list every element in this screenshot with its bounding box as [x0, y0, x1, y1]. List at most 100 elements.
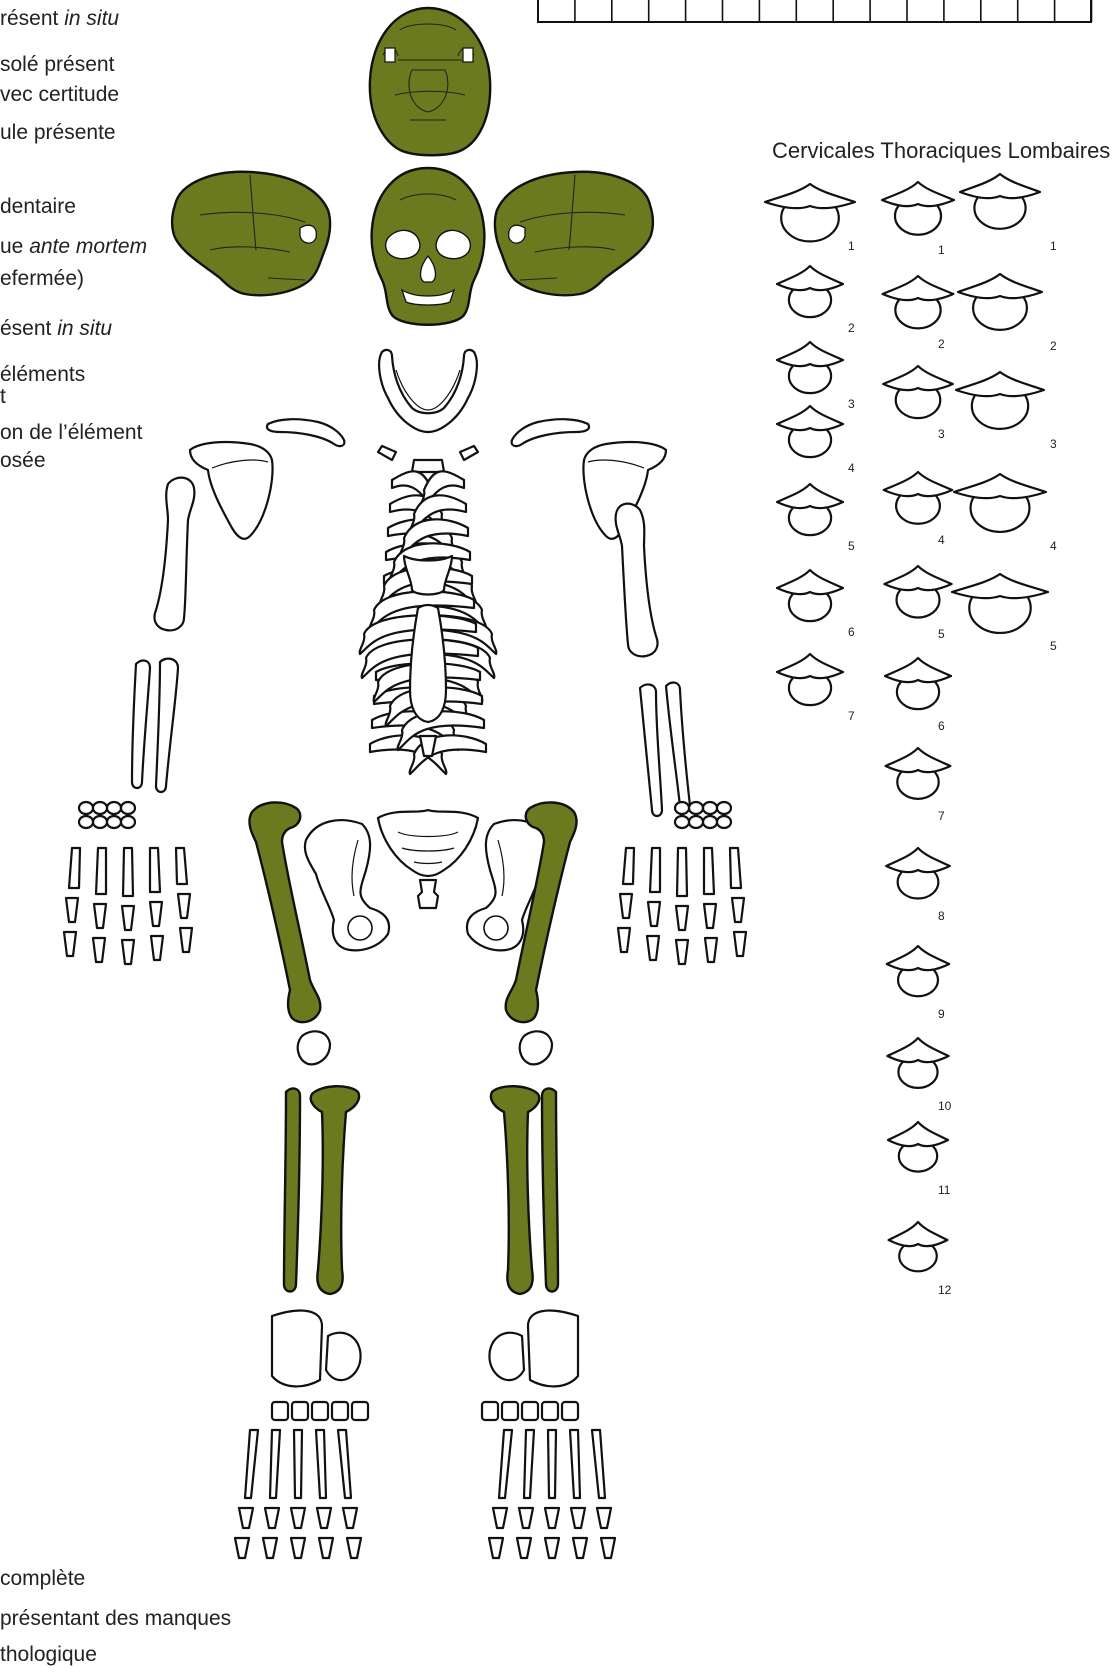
right-tibia: [491, 1086, 539, 1294]
pedal-phalanx: [239, 1508, 253, 1528]
metacarpal: [96, 848, 106, 894]
tarsal: [502, 1402, 518, 1420]
phalanx: [94, 904, 106, 928]
vertebra-number: 8: [938, 909, 945, 923]
pedal-phalanx: [545, 1508, 559, 1528]
carpal: [93, 816, 107, 828]
phalanx: [676, 906, 688, 930]
vertebra-number: 7: [848, 709, 855, 723]
metacarpal: [650, 848, 660, 892]
tarsal: [272, 1402, 288, 1420]
cervical-vertebra: [765, 184, 855, 241]
carpal: [107, 816, 121, 828]
phalanx: [180, 928, 192, 952]
pedal-phalanx: [519, 1508, 533, 1528]
carpal: [717, 816, 731, 828]
phalanx: [648, 902, 660, 926]
carpal: [703, 802, 717, 814]
metatarsal: [270, 1430, 280, 1498]
cervical-vertebra: [777, 570, 843, 621]
tarsal: [562, 1402, 578, 1420]
metatarsal: [570, 1430, 580, 1498]
right-fibula: [542, 1089, 558, 1292]
tarsal: [542, 1402, 558, 1420]
left-humerus: [154, 478, 194, 631]
thoracic-vertebra: [886, 848, 950, 899]
vertebra-number: 5: [938, 627, 945, 641]
left-hand: [64, 802, 192, 964]
phalanx: [647, 936, 659, 960]
pedal-phalanx: [601, 1538, 615, 1558]
right-radius-ulna: [640, 683, 690, 816]
tarsal: [522, 1402, 538, 1420]
carpal: [121, 802, 135, 814]
right-humerus: [616, 504, 658, 657]
pedal-phalanx: [597, 1508, 611, 1528]
carpal: [717, 802, 731, 814]
left-scapula: [190, 442, 273, 539]
tarsal: [482, 1402, 498, 1420]
pedal-phalanx: [573, 1538, 587, 1558]
thoracic-vertebra: [889, 1222, 948, 1271]
left-foot: [235, 1311, 368, 1558]
phalanx: [122, 906, 134, 930]
cervical-vertebra: [777, 484, 843, 535]
tarsal: [292, 1402, 308, 1420]
skull-left-lateral-view: [172, 172, 330, 295]
pedal-phalanx: [235, 1538, 249, 1558]
skull-anterior-view: [372, 168, 485, 325]
lumbar-vertebra: [958, 274, 1042, 330]
pedal-phalanx: [319, 1538, 333, 1558]
vertebra-number: 4: [848, 461, 855, 475]
thoracic-vertebra: [887, 946, 949, 996]
right-hand: [618, 802, 746, 964]
cervical-vertebra: [777, 406, 843, 457]
pedal-phalanx: [347, 1538, 361, 1558]
calcaneus: [272, 1311, 322, 1387]
metatarsal: [592, 1430, 605, 1498]
metacarpal: [123, 848, 133, 896]
carpal: [689, 816, 703, 828]
vertebra-number: 5: [1050, 639, 1057, 653]
metatarsal: [338, 1430, 351, 1498]
metacarpal: [730, 848, 741, 888]
vertebra-number: 5: [848, 539, 855, 553]
hyoid: [378, 446, 478, 472]
metacarpal: [150, 848, 160, 892]
cervical-vertebra: [777, 654, 843, 705]
thoracic-vertebra: [884, 566, 951, 617]
thoracic-vertebra: [883, 276, 954, 328]
phalanx: [620, 894, 632, 918]
mandible: [379, 350, 477, 432]
metatarsal: [245, 1430, 258, 1498]
vertebra-number: 4: [1050, 539, 1057, 553]
left-clavicle: [267, 419, 344, 446]
phalanx: [676, 940, 688, 964]
left-fibula: [284, 1089, 300, 1292]
metacarpal: [69, 848, 80, 888]
phalanx: [705, 938, 717, 962]
pedal-phalanx: [517, 1538, 531, 1558]
carpal: [121, 816, 135, 828]
pedal-phalanx: [571, 1508, 585, 1528]
tarsal: [312, 1402, 328, 1420]
phalanx: [64, 932, 76, 956]
thoracic-vertebra: [884, 472, 952, 524]
pedal-phalanx: [317, 1508, 331, 1528]
vertebra-number: 12: [938, 1283, 952, 1297]
right-patella: [520, 1031, 552, 1064]
phalanx: [178, 894, 190, 918]
lumbar-vertebra: [960, 174, 1040, 229]
metatarsal: [548, 1430, 556, 1498]
lumbar-vertebra: [956, 372, 1044, 429]
thoracic-vertebra: [882, 182, 954, 235]
thoracic-vertebra: [883, 366, 953, 418]
vertebra-number: 1: [848, 239, 855, 253]
carpal: [675, 802, 689, 814]
vertebra-number: 3: [1050, 437, 1057, 451]
left-tibia: [311, 1086, 359, 1294]
pedal-phalanx: [343, 1508, 357, 1528]
vertebra-number: 4: [938, 533, 945, 547]
pedal-phalanx: [493, 1508, 507, 1528]
